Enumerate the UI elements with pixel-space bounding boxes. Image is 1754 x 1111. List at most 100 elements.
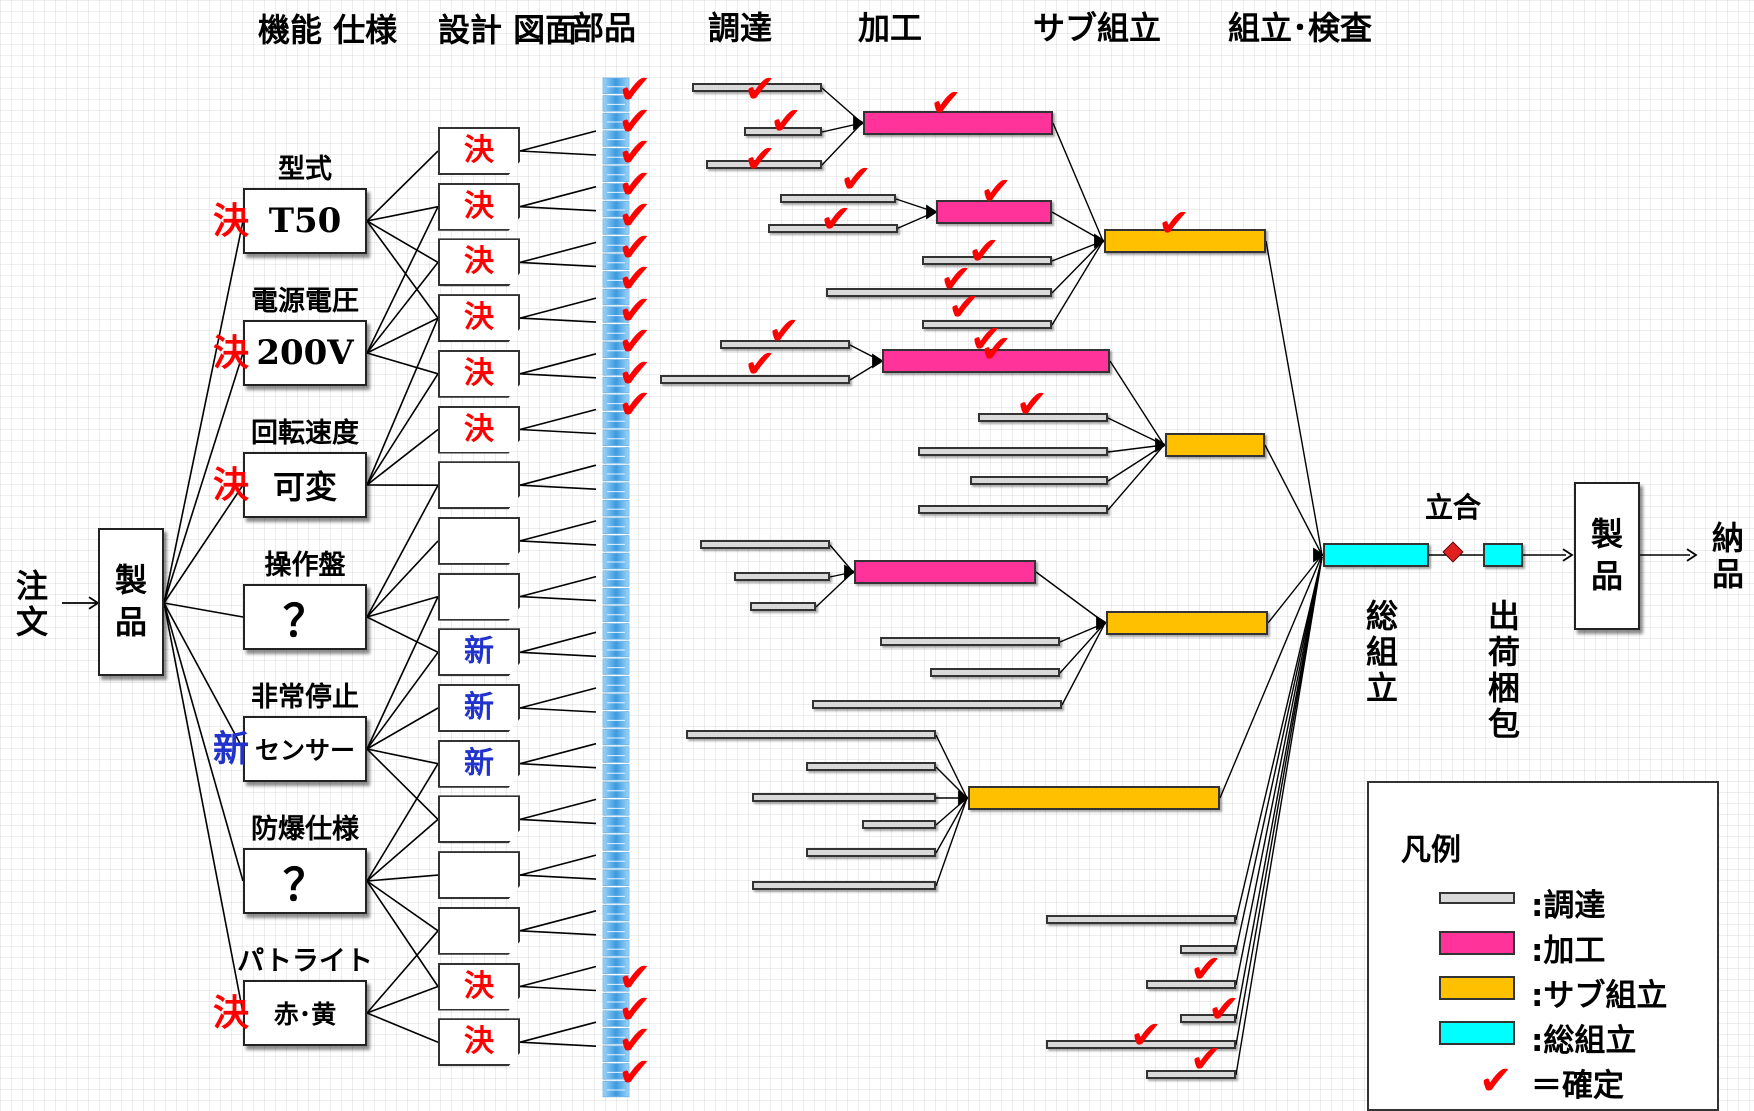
- connector-line: [520, 541, 596, 545]
- part-cell: [603, 588, 629, 604]
- part-cell: [603, 888, 629, 904]
- connector-line: [520, 318, 596, 322]
- check-icon: ✔: [1190, 950, 1222, 988]
- legend-swatch-machining: [1439, 931, 1515, 955]
- connector-line: [367, 353, 438, 374]
- header-machining: 加工: [858, 12, 922, 44]
- header-function-spec: 機能 仕様: [258, 12, 397, 50]
- connector-line: [367, 597, 438, 617]
- design-drawing-sheet: [438, 461, 520, 509]
- arrow-head: [873, 355, 882, 367]
- design-drawing-sheet: 新: [438, 684, 520, 732]
- connector-line: [520, 931, 596, 935]
- legend-swatch-assembly: [1439, 1021, 1515, 1045]
- check-icon: ✔: [1130, 1016, 1162, 1054]
- procurement-bar: [918, 447, 1108, 456]
- part-cell: [603, 606, 629, 622]
- drawing-status-mark: 決: [464, 303, 494, 333]
- function-status-mark: 決: [213, 204, 249, 240]
- part-cell: [603, 764, 629, 780]
- header-procurement: 調達: [708, 12, 772, 44]
- drawing-status-mark: 決: [464, 359, 494, 389]
- procurement-bar: [752, 881, 936, 890]
- design-drawing-sheet: 決: [438, 406, 520, 454]
- connector-line: [520, 242, 596, 262]
- legend-item-procurement: :調達: [1439, 878, 1709, 918]
- procurement-bar: [686, 730, 936, 739]
- connector-line: [367, 485, 438, 617]
- connector-line: [367, 374, 438, 485]
- product-output-label: 製 品: [1590, 514, 1624, 597]
- legend-swatch-subassembly: [1439, 976, 1515, 1000]
- design-drawing-sheet: 決: [438, 183, 520, 231]
- design-drawing-sheet: [438, 573, 520, 621]
- legend-check-icon: ✔: [1479, 1058, 1513, 1104]
- product-output-box: 製 品: [1574, 482, 1640, 630]
- total-assembly-bar: [1323, 543, 1429, 567]
- shipping-pack-bar: [1483, 543, 1523, 567]
- legend-text-confirmed: ＝確定: [1531, 1060, 1624, 1105]
- connector-line: [830, 545, 853, 572]
- part-cell: [603, 553, 629, 569]
- check-icon: ✔: [1208, 990, 1240, 1028]
- procurement-bar: [880, 637, 1060, 646]
- connector-line: [520, 298, 596, 318]
- product-box: 製 品: [98, 528, 164, 676]
- connector-line: [367, 652, 438, 749]
- function-status-mark: 決: [213, 336, 249, 372]
- design-drawing-sheet: [438, 851, 520, 899]
- shipping-label: 出 荷 梱 包: [1484, 598, 1524, 743]
- function-label: 操作盤: [237, 552, 373, 579]
- function-label: 防爆仕様: [237, 816, 373, 843]
- connector-line: [1052, 241, 1103, 293]
- legend-title: 凡例: [1401, 825, 1461, 869]
- total-assembly-label: 総 組 立: [1362, 598, 1402, 706]
- connector-line: [520, 764, 596, 768]
- connector-line: [367, 430, 438, 486]
- connector-line: [520, 1022, 596, 1042]
- connector-line: [520, 855, 596, 875]
- connector-line: [520, 262, 596, 266]
- part-cell: [603, 817, 629, 833]
- connector-line: [367, 207, 438, 353]
- connector-line: [367, 318, 438, 485]
- part-cell: [603, 624, 629, 640]
- part-cell: [603, 782, 629, 798]
- procurement-bar: [806, 848, 936, 857]
- check-icon: ✔: [980, 172, 1012, 210]
- procurement-bar: [806, 762, 936, 771]
- part-cell: [603, 536, 629, 552]
- function-label: 型式: [237, 156, 373, 183]
- check-icon: ✔: [840, 160, 872, 198]
- function-value-box: 200V: [243, 320, 367, 386]
- check-icon: ✔: [1016, 385, 1048, 423]
- connector-line: [367, 318, 438, 353]
- part-cell: [603, 518, 629, 534]
- connector-line: [520, 410, 596, 430]
- connector-line: [520, 744, 596, 764]
- connector-line: [520, 688, 596, 708]
- connector-line: [367, 875, 438, 881]
- check-icon: ✔: [1190, 1040, 1222, 1078]
- design-drawing-sheet: 決: [438, 963, 520, 1011]
- check-icon: ✔: [770, 102, 802, 140]
- part-cell: [603, 448, 629, 464]
- connector-line: [367, 207, 438, 221]
- legend: 凡例 :調達 :加工 :サブ組立 :総組立 ✔ ＝確定: [1367, 781, 1719, 1111]
- procurement-bar: [752, 793, 936, 802]
- connector-line: [520, 521, 596, 541]
- legend-text-machining: :加工: [1531, 925, 1605, 970]
- function-label: 回転速度: [237, 420, 373, 447]
- procurement-bar: [734, 572, 830, 581]
- procurement-bar: [930, 668, 1060, 677]
- procurement-bar: [826, 288, 1052, 297]
- part-cell: [603, 694, 629, 710]
- connector-line: [520, 632, 596, 652]
- connector-line: [520, 597, 596, 601]
- drawing-status-mark: 新: [464, 637, 494, 667]
- part-cell: [603, 747, 629, 763]
- design-drawing-sheet: 新: [438, 628, 520, 676]
- connector-line: [367, 617, 438, 652]
- connector-line: [367, 1013, 438, 1042]
